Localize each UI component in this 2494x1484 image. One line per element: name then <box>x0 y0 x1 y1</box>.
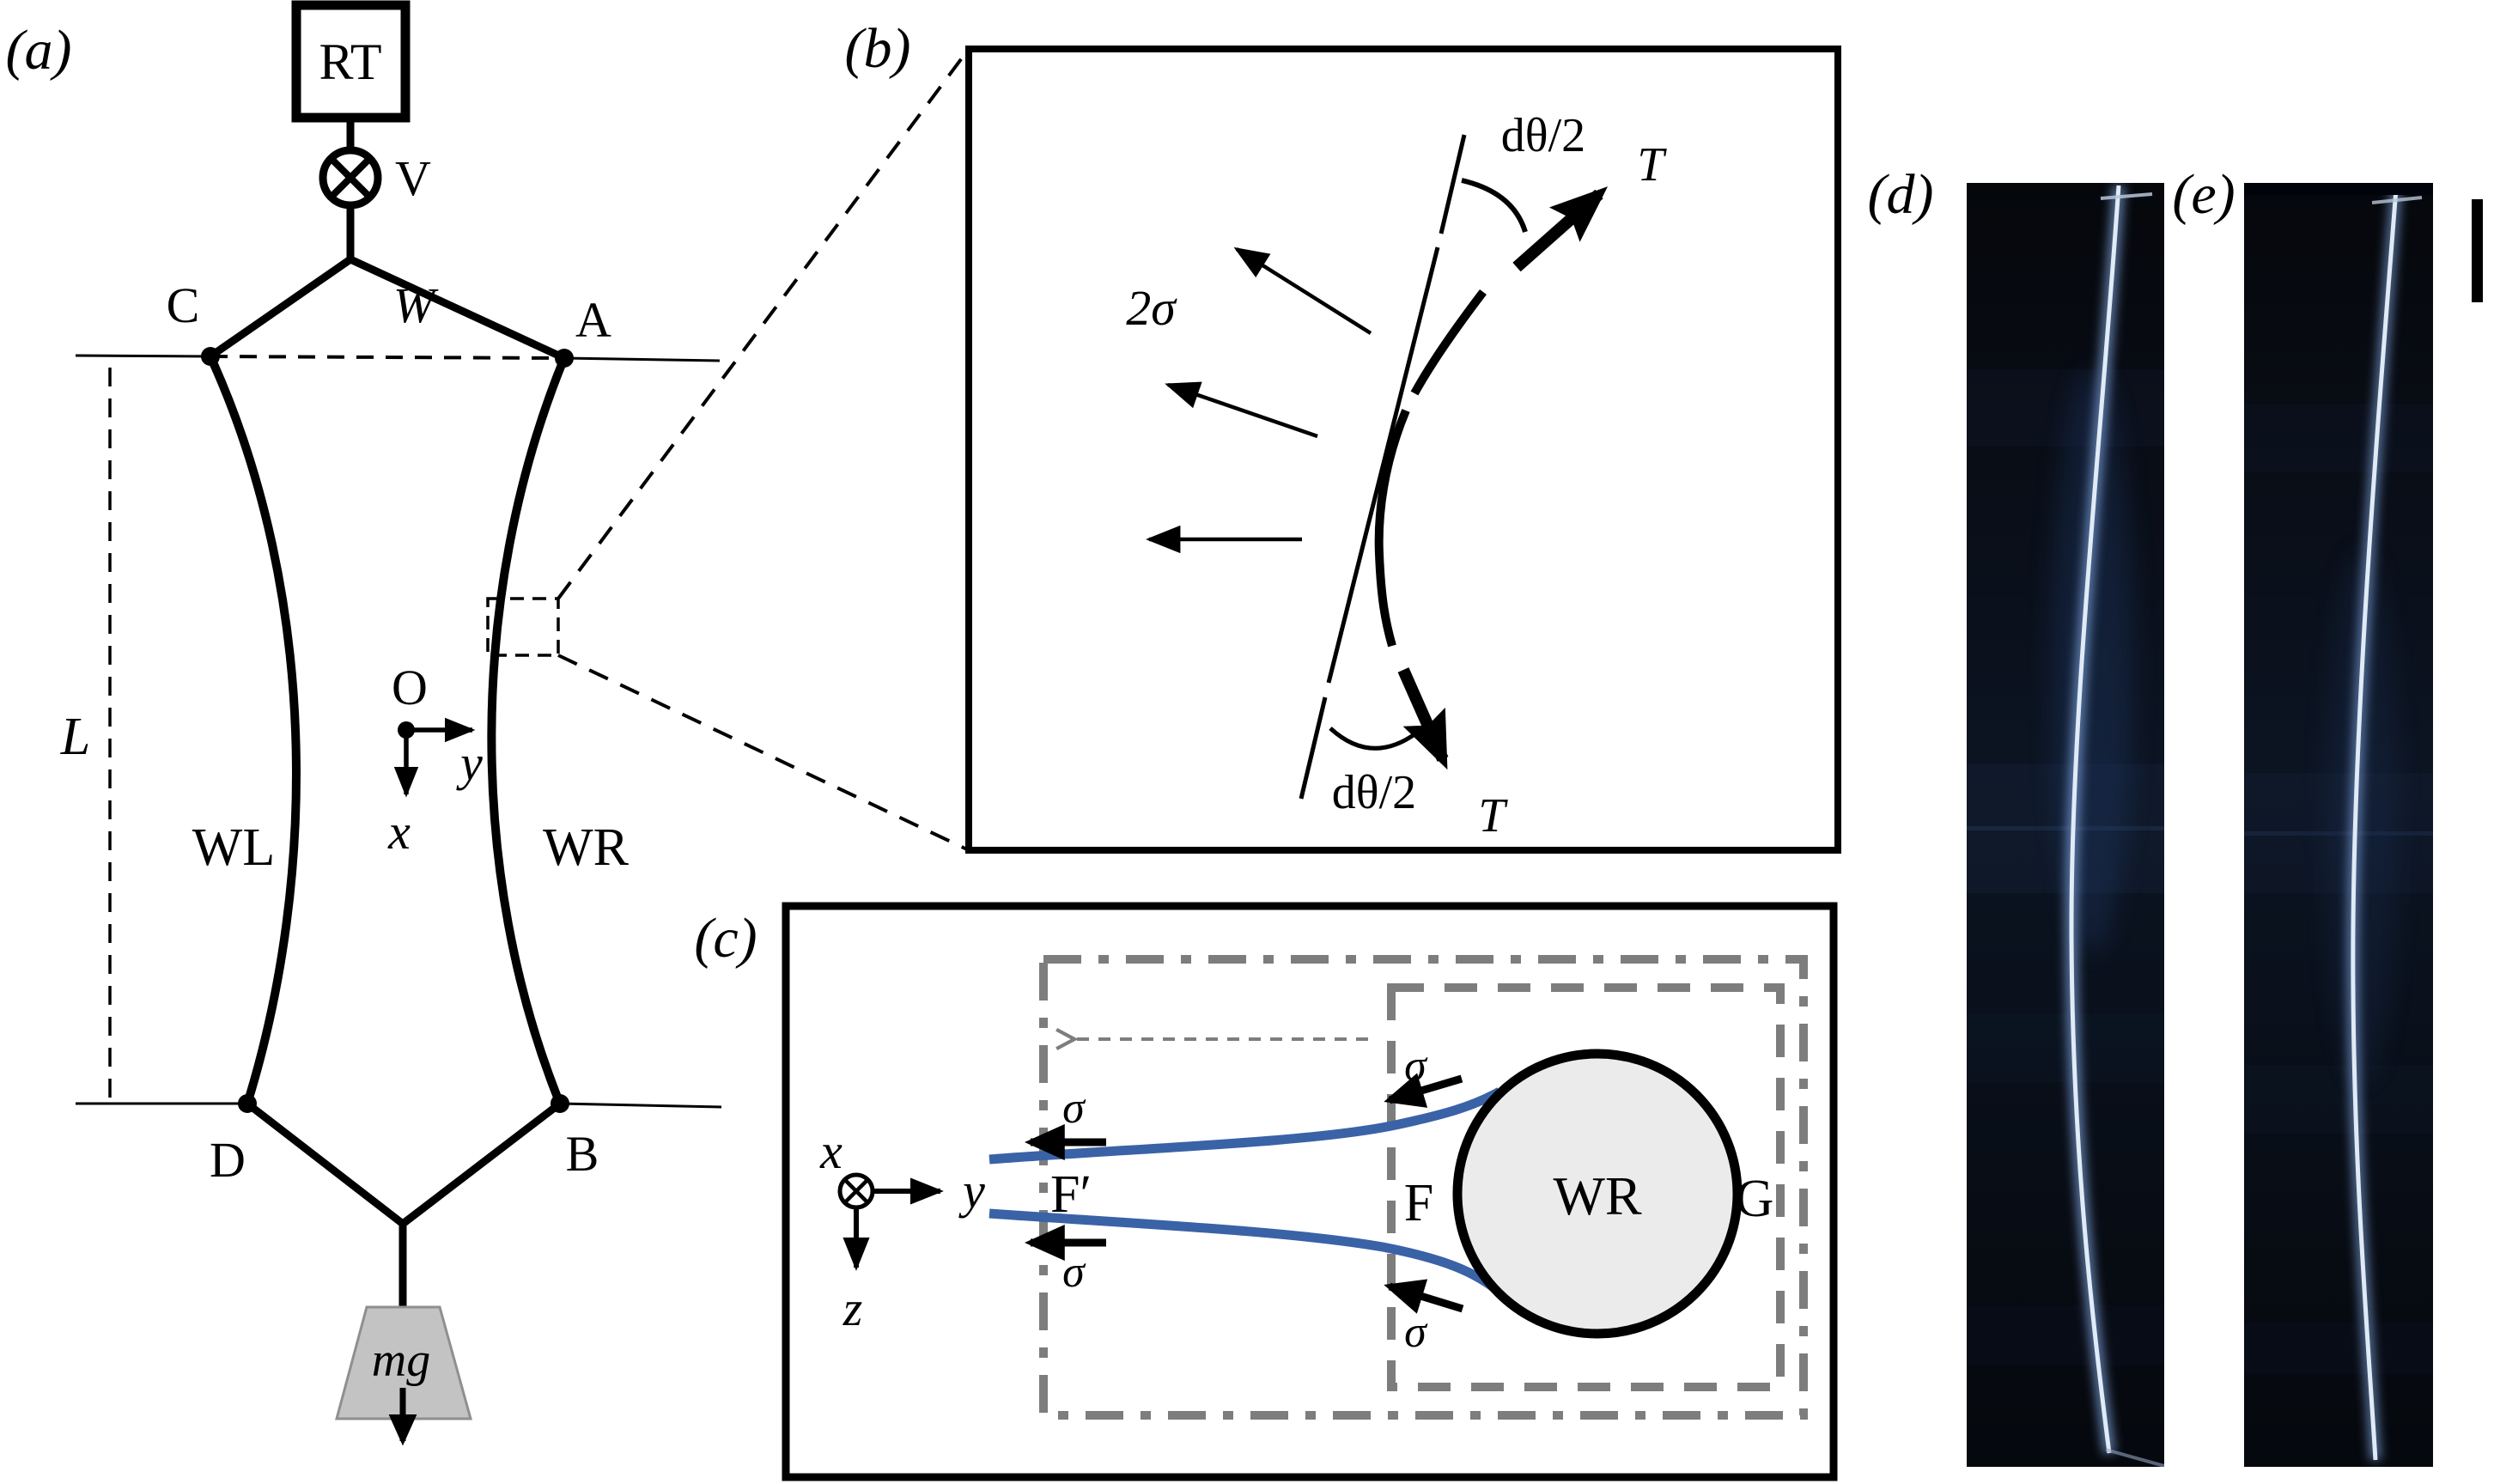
panel-b: (b) T T dθ/2 dθ/2 2σ <box>845 17 1841 854</box>
panel-d-letter: (d) <box>1868 163 1934 226</box>
label-dtheta-top: dθ/2 <box>1501 109 1585 162</box>
width-dashed-line <box>210 355 565 360</box>
scale-bar <box>2472 199 2483 302</box>
outer-control-volume <box>1039 955 1808 1420</box>
label-G: G <box>1736 1170 1774 1228</box>
label-WR: WR <box>543 818 630 877</box>
label-W: W <box>393 277 439 333</box>
photo-d <box>1967 183 2164 1467</box>
frame-bottom-left <box>245 1100 405 1227</box>
photo-e-top-band <box>2244 183 2433 195</box>
label-F: F <box>1404 1174 1433 1232</box>
label-dtheta-bottom: dθ/2 <box>1332 766 1416 819</box>
label-O: O <box>392 660 428 715</box>
label-D: D <box>210 1132 246 1188</box>
panel-d: (d) <box>1868 163 2164 1467</box>
panel-e: (e) <box>2172 163 2433 1467</box>
panel-c-letter: (c) <box>694 907 757 970</box>
sigma-arrow-upper-right <box>1384 1073 1463 1108</box>
label-F-prime: F′ <box>1050 1165 1092 1224</box>
photo-e-glow-cloud <box>2326 550 2398 1082</box>
top-right-support-line <box>563 356 721 362</box>
label-c-x: x <box>819 1123 842 1179</box>
panel-b-box <box>965 46 1841 854</box>
wire-element-curve <box>1374 289 1487 648</box>
tension-arrow-bottom <box>1397 667 1449 770</box>
photo-d-bottom-glint <box>2105 1448 2164 1467</box>
panel-a: (a) RT V C W A L WL WR <box>6 0 722 1446</box>
inset-source-rect <box>486 597 560 657</box>
inner-control-volume <box>1387 983 1785 1391</box>
inset-connector-top <box>557 47 970 600</box>
label-C: C <box>167 277 200 333</box>
film-lower-curve <box>988 1208 1505 1298</box>
wire-left <box>206 354 301 1105</box>
weight-trapezoid <box>335 1305 472 1420</box>
label-A: A <box>575 292 611 348</box>
label-x-axis: x <box>387 804 411 860</box>
into-page-axis-icon <box>837 1172 875 1210</box>
photo-e <box>2244 183 2433 1467</box>
angle-arc-top <box>1461 178 1528 233</box>
angle-arc-bottom <box>1329 727 1419 751</box>
inset-connector-bottom <box>557 654 970 852</box>
tension-arrow-top <box>1512 186 1609 272</box>
label-L: L <box>60 708 90 766</box>
photo-e-top-glint <box>2371 196 2423 204</box>
reservoir-label: RT <box>319 33 381 90</box>
photo-e-wire <box>2351 188 2399 1461</box>
panel-b-letter: (b) <box>845 17 911 80</box>
origin-axes: O y x <box>387 660 483 860</box>
label-y-axis: y <box>456 735 483 791</box>
label-sigma-upper-right: σ <box>1404 1042 1428 1091</box>
label-WL: WL <box>192 818 275 877</box>
label-T-bottom: T <box>1478 789 1508 842</box>
film-upper-curve <box>988 1087 1502 1165</box>
wire-cross-section <box>1452 1049 1743 1339</box>
tangent-line <box>1299 134 1467 800</box>
panel-c: (c) x y z σ σ F′ σ <box>694 902 1838 1481</box>
panel-e-letter: (e) <box>2172 163 2235 226</box>
label-mg: mg <box>372 1334 430 1387</box>
label-sigma-lower-right: σ <box>1404 1308 1428 1357</box>
valve-icon <box>319 146 382 210</box>
label-c-WR: WR <box>1553 1165 1641 1226</box>
label-B: B <box>566 1126 599 1182</box>
wire-right <box>487 356 569 1105</box>
valve-label: V <box>395 150 431 206</box>
inset-connectors <box>557 47 970 852</box>
bottom-right-support-line <box>559 1102 722 1109</box>
frame-top-right <box>349 255 566 362</box>
label-2sigma: 2σ <box>1126 280 1177 336</box>
photo-d-wire <box>2069 185 2121 1454</box>
label-sigma-upper-left: σ <box>1062 1084 1086 1133</box>
film-tension-arrows <box>1145 246 1372 554</box>
label-c-z: z <box>842 1280 863 1336</box>
frame-bottom-right <box>400 1100 563 1227</box>
c-axes: x y z <box>819 1123 985 1336</box>
label-c-y: y <box>958 1163 985 1219</box>
label-sigma-lower-left: σ <box>1062 1248 1086 1297</box>
panel-a-letter: (a) <box>6 19 72 82</box>
label-T-top: T <box>1637 138 1667 192</box>
sigma-arrow-lower-right <box>1384 1279 1464 1314</box>
frame-top-left <box>208 256 353 360</box>
photo-d-top-glint <box>2100 192 2153 200</box>
